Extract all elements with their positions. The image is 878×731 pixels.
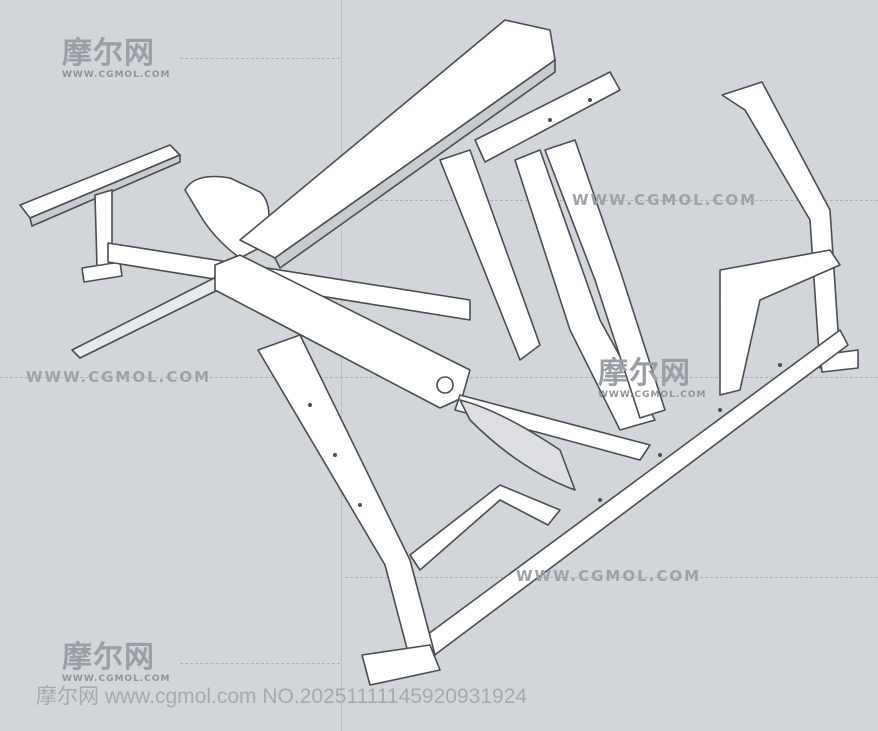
watermark-logo-text: 摩尔网 (62, 640, 155, 675)
footer-watermark-text: 摩尔网 www.cgmol.com NO.2025111114592093192… (36, 685, 528, 708)
watermark-logo: 摩尔网 WWW.CGMOL.COM (62, 36, 171, 81)
upright-post (514, 149, 656, 431)
upright-post (439, 149, 541, 361)
handle-bar (71, 269, 239, 359)
watermark-logo-sub: WWW.CGMOL.COM (598, 390, 707, 400)
watermark-logo-sub: WWW.CGMOL.COM (62, 70, 171, 80)
backrest (239, 19, 556, 259)
foot-plate (459, 399, 576, 491)
cross-bar (454, 394, 651, 461)
upright-post (544, 139, 666, 419)
watermark-logo: 摩尔网 WWW.CGMOL.COM (62, 640, 171, 685)
watermark-url: WWW.CGMOL.COM (26, 368, 212, 386)
guide-line (180, 58, 340, 59)
watermark-logo-sub: WWW.CGMOL.COM (62, 674, 171, 684)
front-leg (257, 334, 436, 661)
right-frame (719, 249, 841, 396)
watermark-url: WWW.CGMOL.COM (516, 567, 702, 585)
watermark-logo: 摩尔网 WWW.CGMOL.COM (598, 356, 707, 401)
watermark-url: WWW.CGMOL.COM (572, 191, 758, 209)
watermark-logo-text: 摩尔网 (62, 36, 155, 71)
top-bracket (474, 71, 621, 163)
guide-line (345, 200, 878, 201)
guide-line (345, 577, 878, 578)
cross-bar (409, 484, 561, 571)
guide-line-vertical (341, 0, 342, 731)
guide-line (180, 663, 340, 664)
lever-arm (214, 254, 471, 409)
watermark-logo-text: 摩尔网 (598, 356, 691, 391)
